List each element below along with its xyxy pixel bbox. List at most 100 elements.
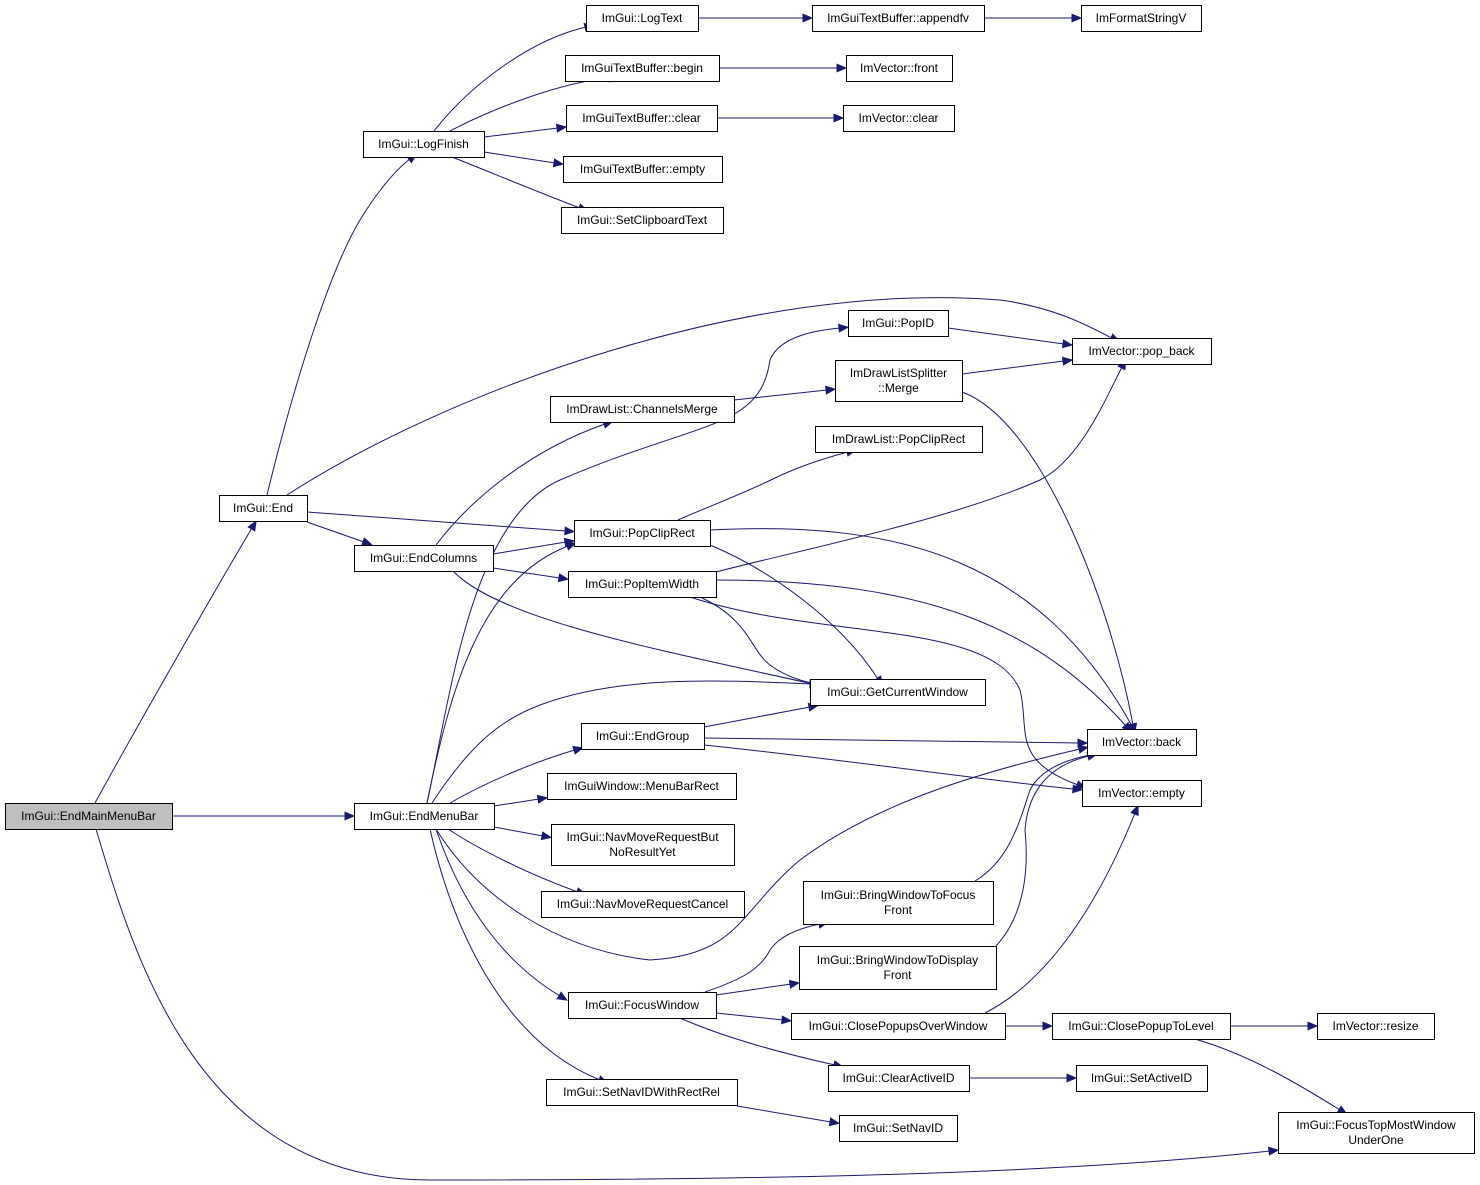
node-box bbox=[566, 105, 718, 132]
node-label: UnderOne bbox=[1348, 1133, 1404, 1147]
node-box bbox=[5, 803, 173, 830]
node-label: ImGui::LogFinish bbox=[378, 137, 469, 151]
node-TBappendfv[interactable]: ImGuiTextBuffer::appendfv bbox=[812, 5, 985, 32]
edge-EndMenuBar-to-NavMoveRequestBut bbox=[493, 826, 553, 841]
node-box bbox=[581, 723, 705, 750]
edge-ClosePopupsOverWindow-to-ClosePopupToLevel bbox=[1005, 1021, 1054, 1031]
node-VecEmpty[interactable]: ImVector::empty bbox=[1082, 780, 1202, 807]
node-box bbox=[586, 5, 699, 32]
node-EndMainMenuBar[interactable]: ImGui::EndMainMenuBar bbox=[5, 803, 173, 830]
edge-line bbox=[94, 527, 253, 804]
node-label: ImGui::ClosePopupToLevel bbox=[1068, 1019, 1213, 1033]
node-box bbox=[574, 520, 711, 547]
node-box bbox=[828, 1065, 970, 1092]
node-ClearActiveID[interactable]: ImGui::ClearActiveID bbox=[828, 1065, 970, 1092]
edge-line bbox=[715, 983, 792, 996]
node-ClosePopupToLevel[interactable]: ImGui::ClosePopupToLevel bbox=[1052, 1013, 1231, 1040]
edge-FocusWindow-to-ClosePopupsOverWindow bbox=[715, 1012, 793, 1025]
arrowhead bbox=[540, 831, 553, 841]
node-VecClear[interactable]: ImVector::clear bbox=[843, 105, 955, 132]
edge-line bbox=[689, 596, 1079, 786]
edge-line bbox=[715, 366, 1123, 573]
node-SetClipboardText[interactable]: ImGui::SetClipboardText bbox=[561, 207, 724, 234]
node-label: ImVector::front bbox=[860, 61, 939, 75]
edge-PopClipRect-to-GetCurrentWindow bbox=[709, 544, 884, 687]
arrowhead bbox=[556, 991, 568, 1001]
arrowhead bbox=[247, 520, 257, 532]
edge-line bbox=[435, 828, 561, 997]
arrowhead bbox=[1307, 1021, 1319, 1031]
arrowhead bbox=[557, 573, 570, 583]
node-GetCurrentWindow[interactable]: ImGui::GetCurrentWindow bbox=[810, 679, 986, 706]
edge-ClosePopupToLevel-to-VecResize bbox=[1230, 1021, 1319, 1031]
edge-line bbox=[961, 391, 1134, 726]
arrowhead bbox=[1042, 1021, 1054, 1031]
node-label: ImGui::SetActiveID bbox=[1091, 1071, 1193, 1085]
node-box bbox=[561, 207, 724, 234]
node-box bbox=[363, 131, 485, 158]
edge-FocusWindow-to-BringToDisplayFront bbox=[715, 979, 801, 996]
node-NavMoveRequestCancel[interactable]: ImGui::NavMoveRequestCancel bbox=[541, 891, 745, 918]
arrowhead bbox=[555, 123, 568, 133]
arrowhead bbox=[1077, 744, 1090, 754]
node-label: ImVector::pop_back bbox=[1088, 344, 1195, 358]
node-VecPopBack[interactable]: ImVector::pop_back bbox=[1072, 338, 1212, 365]
node-PopItemWidth[interactable]: ImGui::PopItemWidth bbox=[568, 571, 717, 598]
node-label: ImDrawListSplitter bbox=[850, 366, 947, 380]
node-box bbox=[568, 992, 717, 1019]
node-VecResize[interactable]: ImVector::resize bbox=[1317, 1013, 1435, 1040]
node-label: ImFormatStringV bbox=[1096, 11, 1187, 25]
node-SplitterMerge[interactable]: ImDrawListSplitter::Merge bbox=[835, 360, 963, 402]
arrowhead bbox=[344, 811, 356, 821]
node-label: ImGui::PopItemWidth bbox=[585, 577, 699, 591]
edge-EndMainMenuBar-to-EndMenuBar bbox=[172, 811, 356, 821]
node-SetNavIDWithRectRel[interactable]: ImGui::SetNavIDWithRectRel bbox=[546, 1079, 738, 1106]
node-TBclear[interactable]: ImGuiTextBuffer::clear bbox=[566, 105, 718, 132]
node-label: ImVector::empty bbox=[1098, 786, 1185, 800]
node-PopClipRect[interactable]: ImGui::PopClipRect bbox=[574, 520, 711, 547]
node-TBbegin[interactable]: ImGuiTextBuffer::begin bbox=[565, 55, 720, 82]
node-End[interactable]: ImGui::End bbox=[219, 495, 308, 522]
edge-line bbox=[429, 828, 601, 1081]
node-box bbox=[1317, 1013, 1435, 1040]
node-ChannelsMerge[interactable]: ImDrawList::ChannelsMerge bbox=[550, 396, 735, 423]
edge-End-to-LogFinish bbox=[266, 153, 418, 496]
edge-line bbox=[426, 545, 569, 804]
node-EndMenuBar[interactable]: ImGui::EndMenuBar bbox=[354, 803, 495, 830]
node-EndGroup[interactable]: ImGui::EndGroup bbox=[581, 723, 705, 750]
node-PopID[interactable]: ImGui::PopID bbox=[848, 310, 949, 337]
node-label: ImGui::EndMenuBar bbox=[370, 809, 479, 823]
edge-EndGroup-to-VecBack bbox=[703, 737, 1089, 748]
edge-line bbox=[677, 451, 849, 521]
arrowhead bbox=[802, 13, 814, 23]
node-box bbox=[1087, 729, 1197, 756]
node-VecBack[interactable]: ImVector::back bbox=[1087, 729, 1197, 756]
node-TBempty[interactable]: ImGuiTextBuffer::empty bbox=[563, 156, 723, 183]
node-VecFront[interactable]: ImVector::front bbox=[846, 55, 953, 82]
edge-line bbox=[451, 156, 581, 209]
node-label: ImGui::PopID bbox=[862, 316, 934, 330]
edge-line bbox=[699, 596, 819, 685]
node-ImFormatStringV[interactable]: ImFormatStringV bbox=[1081, 5, 1202, 32]
node-SetActiveID[interactable]: ImGui::SetActiveID bbox=[1076, 1065, 1208, 1092]
node-label: ImGui::BringWindowToDisplay bbox=[817, 953, 978, 967]
node-SetNavID[interactable]: ImGui::SetNavID bbox=[839, 1115, 958, 1142]
node-EndColumns[interactable]: ImGui::EndColumns bbox=[354, 545, 494, 572]
node-FocusWindow[interactable]: ImGui::FocusWindow bbox=[568, 992, 717, 1019]
arrowhead bbox=[1071, 13, 1083, 23]
node-ClosePopupsOverWindow[interactable]: ImGui::ClosePopupsOverWindow bbox=[791, 1013, 1006, 1040]
node-box bbox=[803, 881, 994, 925]
node-MenuBarRect[interactable]: ImGuiWindow::MenuBarRect bbox=[547, 773, 737, 800]
node-LogText[interactable]: ImGui::LogText bbox=[586, 5, 699, 32]
node-label: Front bbox=[883, 968, 912, 982]
node-DLPopClipRect[interactable]: ImDrawList::PopClipRect bbox=[815, 426, 983, 453]
edge-SplitterMerge-to-VecBack bbox=[961, 391, 1138, 735]
arrowhead bbox=[1066, 1073, 1078, 1083]
edge-BringToFocusFront-to-VecBack bbox=[974, 750, 1100, 882]
edge-line bbox=[995, 755, 1090, 947]
node-LogFinish[interactable]: ImGui::LogFinish bbox=[363, 131, 485, 158]
